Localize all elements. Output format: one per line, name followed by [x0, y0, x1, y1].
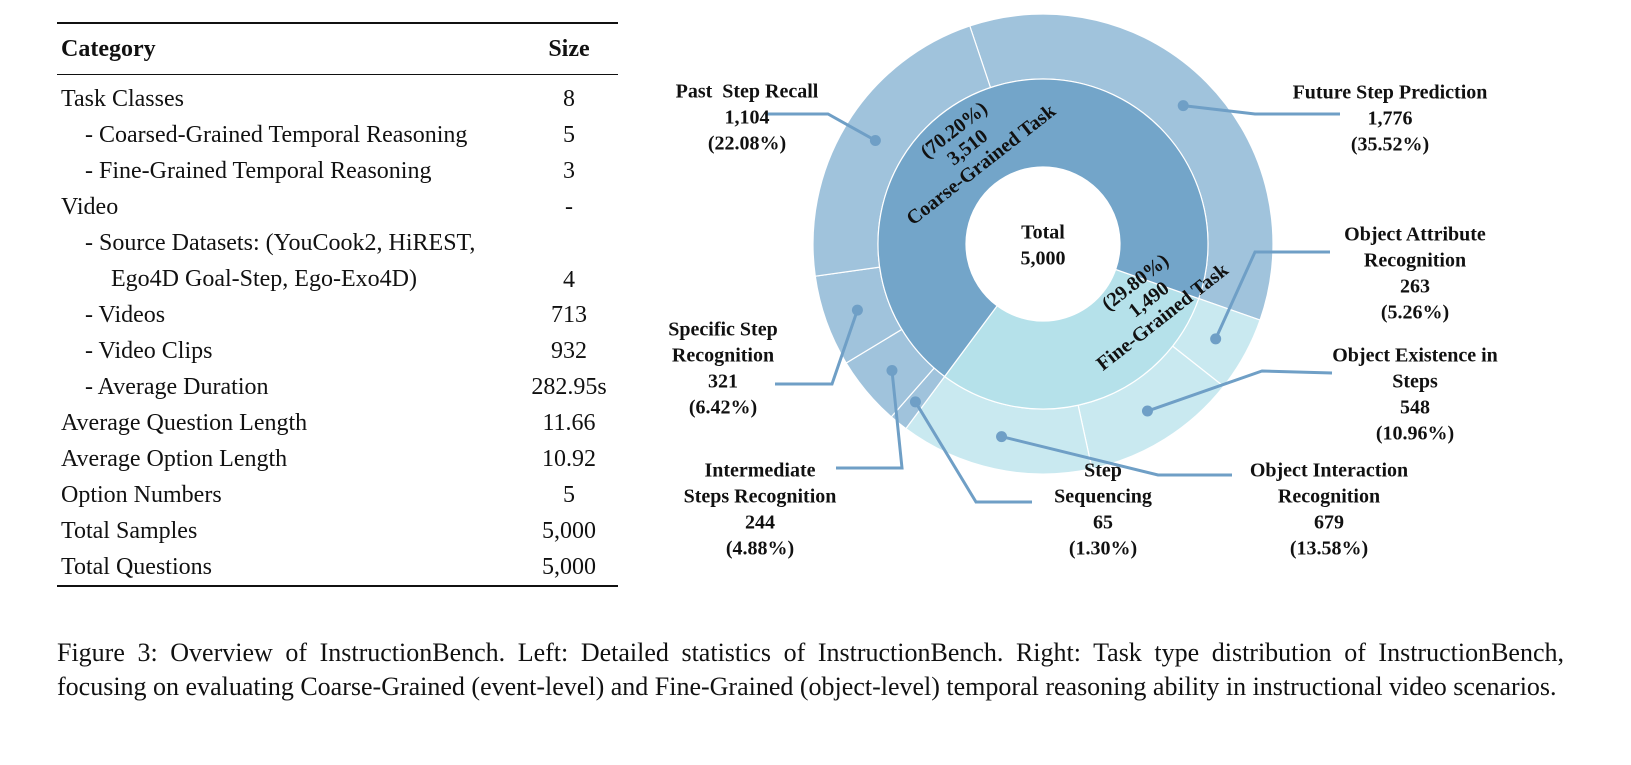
row-size: 282.95s: [531, 374, 607, 400]
segment-percent: (22.08%): [708, 133, 786, 155]
leader-line: [836, 370, 904, 470]
row-category: - Video Clips: [85, 338, 213, 364]
row-category: - Average Duration: [85, 374, 269, 400]
row-size: 5,000: [542, 518, 596, 544]
segment-name: Past Step Recall: [676, 81, 819, 103]
table-row: Average Option Length 10.92: [57, 441, 618, 477]
segment-value: 65: [1093, 512, 1113, 534]
table-row: - Video Clips 932: [57, 333, 618, 369]
row-size: 8: [563, 86, 575, 112]
leader-line: [1183, 104, 1340, 116]
row-category: Average Option Length: [61, 446, 288, 472]
segment-percent: (1.30%): [1069, 538, 1137, 560]
row-size: -: [565, 194, 573, 220]
table-row: - Source Datasets: (YouCook2, HiREST,: [57, 225, 618, 261]
row-category: Option Numbers: [61, 482, 222, 508]
row-category: - Videos: [85, 302, 166, 328]
table-row: Ego4D Goal-Step, Ego-Exo4D) 4: [57, 261, 618, 297]
row-size: [520, 225, 618, 261]
row-size: 4: [563, 267, 575, 293]
segment-name: Recognition: [1364, 250, 1466, 272]
header-category: Category: [57, 22, 520, 75]
segment-name: Object Existence in: [1332, 345, 1498, 367]
segment-percent: (5.26%): [1381, 302, 1449, 324]
segment-name: Future Step Prediction: [1293, 82, 1488, 104]
row-category: - Coarsed-Grained Temporal Reasoning: [85, 122, 468, 148]
segment-value: 679: [1314, 512, 1344, 534]
row-size: 5,000: [520, 549, 618, 587]
leader-dot: [1177, 100, 1189, 112]
table-header-row: Category Size: [57, 22, 618, 75]
table-row: - Fine-Grained Temporal Reasoning 3: [57, 153, 618, 189]
leader-line: [775, 309, 859, 386]
table-row: Task Classes 8: [57, 75, 618, 118]
row-size: 5: [563, 122, 575, 148]
segment-value: 244: [745, 512, 775, 534]
table-row: Total Samples 5,000: [57, 513, 618, 549]
center-total-label: 5,000: [1021, 248, 1066, 270]
header-size: Size: [520, 22, 618, 75]
leader-line: [1146, 369, 1333, 413]
segment-name: Recognition: [672, 345, 774, 367]
table-body: Task Classes 8 - Coarsed-Grained Temporal …: [57, 75, 618, 587]
row-category: Average Question Length: [61, 410, 308, 436]
segment-name: Specific Step: [668, 319, 777, 341]
leader-dot: [996, 431, 1008, 443]
leader-line: [1001, 435, 1232, 477]
segment-value: 321: [708, 371, 738, 393]
segment-percent: (4.88%): [726, 538, 794, 560]
table-row: - Coarsed-Grained Temporal Reasoning 5: [57, 117, 618, 153]
table-row: Video -: [57, 189, 618, 225]
segment-value: 1,104: [725, 107, 770, 129]
row-category: Total Samples: [61, 518, 198, 544]
table-row: Average Question Length 11.66: [57, 405, 618, 441]
segment-name: Sequencing: [1054, 486, 1152, 508]
figure-caption: Figure 3: Overview of InstructionBench. …: [57, 638, 1564, 701]
segment-value: 263: [1400, 276, 1430, 298]
segment-name: Object Interaction: [1250, 460, 1408, 482]
segment-name: Object Attribute: [1344, 224, 1486, 246]
leader-dot: [909, 396, 921, 408]
table-row: - Videos 713: [57, 297, 618, 333]
leader-dot: [1141, 405, 1153, 417]
leader-dot: [869, 134, 881, 146]
table-row: Option Numbers 5: [57, 477, 618, 513]
segment-percent: (13.58%): [1290, 538, 1368, 560]
segment-percent: (35.52%): [1351, 134, 1429, 156]
row-category: Total Questions: [57, 549, 520, 587]
leader-line: [765, 112, 877, 142]
segment-percent: (6.42%): [689, 397, 757, 419]
segment-value: 1,776: [1368, 108, 1413, 130]
leader-dot: [886, 364, 898, 376]
segment-name: Step: [1084, 460, 1122, 482]
row-size: 11.66: [542, 410, 596, 436]
row-size: 713: [551, 302, 587, 328]
segment-value: 548: [1400, 397, 1430, 419]
center-total-label: Total: [1021, 222, 1065, 244]
statistics-table: Category Size Task Classes 8 - Coarsed-Gra…: [57, 22, 618, 587]
segment-name: Recognition: [1278, 486, 1380, 508]
segment-name: Steps Recognition: [684, 486, 837, 508]
inner-segment-fine: [943, 268, 1200, 410]
leader-dot: [1210, 333, 1222, 345]
row-category: - Fine-Grained Temporal Reasoning: [85, 158, 432, 184]
inner-segment-coarse: [877, 78, 1209, 378]
segment-name: Steps: [1392, 371, 1438, 393]
row-size: 10.92: [542, 446, 596, 472]
segment-percent: (10.96%): [1376, 423, 1454, 445]
row-category: - Source Datasets: (YouCook2, HiREST,: [85, 230, 476, 256]
row-category: Task Classes: [61, 86, 184, 112]
leader-dot: [851, 304, 863, 316]
row-size: 3: [563, 158, 575, 184]
leader-line: [1214, 250, 1330, 340]
row-category: Video: [61, 194, 119, 220]
leader-line: [914, 401, 1032, 504]
row-category: Ego4D Goal-Step, Ego-Exo4D): [111, 266, 417, 292]
table-row: - Average Duration 282.95s: [57, 369, 618, 405]
row-size: 5: [563, 482, 575, 508]
segment-name: Intermediate: [704, 460, 815, 482]
row-size: 932: [551, 338, 587, 364]
